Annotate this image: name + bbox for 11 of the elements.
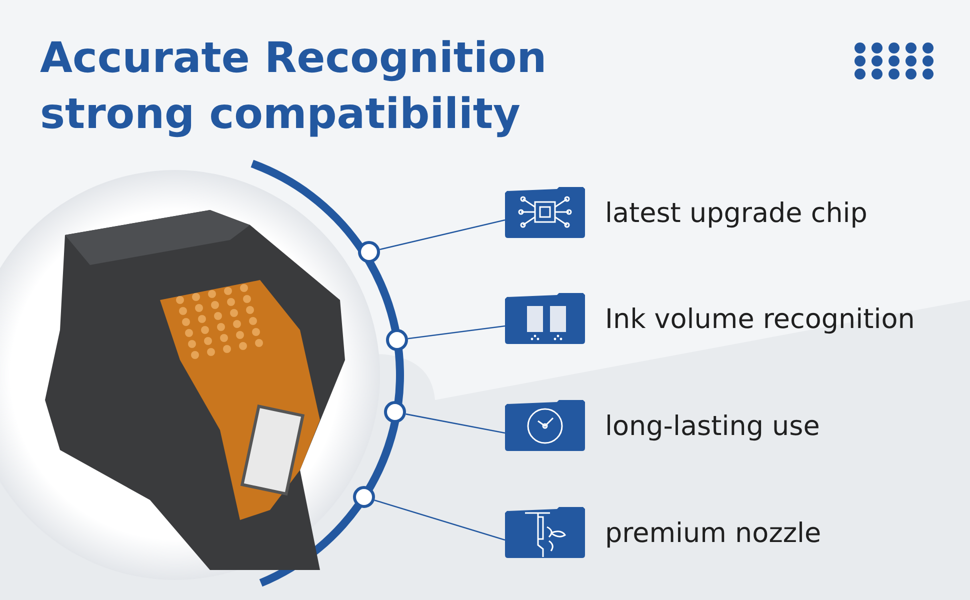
leader-line [408, 325, 506, 340]
feature-label: Ink volume recognition [605, 304, 915, 334]
heading: Accurate Recognition strong compatibility [40, 32, 548, 140]
feature-label: latest upgrade chip [605, 198, 868, 228]
feature-label: long-lasting use [605, 410, 820, 442]
feature-label: premium nozzle [605, 518, 822, 548]
leader-line [374, 500, 506, 541]
connector-dot [358, 241, 380, 263]
leader-line [380, 219, 506, 250]
connector-dot [386, 329, 408, 351]
leader-line [406, 413, 506, 434]
